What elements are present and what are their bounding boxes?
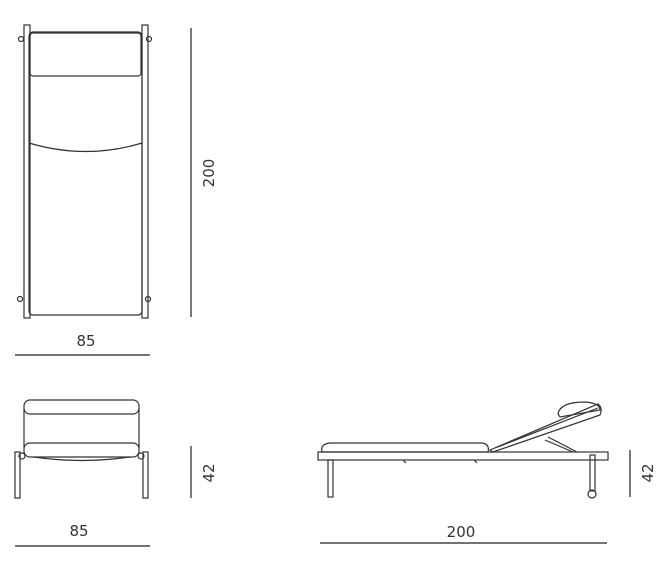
- right-leg: [142, 451, 149, 499]
- rear-leg: [589, 454, 596, 492]
- cushion: [28, 31, 143, 316]
- seat-cushion: [321, 442, 489, 453]
- right-rail: [141, 24, 149, 319]
- wheel: [137, 452, 145, 460]
- side-view: 42 200: [317, 401, 657, 544]
- wheel: [144, 295, 152, 303]
- left-rail: [23, 24, 31, 319]
- left-leg: [14, 451, 21, 499]
- backrest: [488, 403, 602, 453]
- width-label: 85: [76, 332, 95, 350]
- frame: [317, 451, 609, 461]
- front-leg: [327, 459, 334, 498]
- wheel: [17, 35, 25, 43]
- wheel: [587, 489, 597, 499]
- backrest-fold: [28, 142, 143, 153]
- wheel: [16, 295, 24, 303]
- wheel: [18, 452, 26, 460]
- height-label: 42: [200, 463, 218, 482]
- front-view: 42 85: [14, 399, 218, 547]
- top-view: 200 85: [15, 24, 218, 356]
- headrest: [29, 32, 142, 77]
- height-label: 42: [639, 463, 657, 482]
- head-pillow: [23, 399, 140, 415]
- seat-cushion: [23, 442, 140, 458]
- wheel: [145, 35, 153, 43]
- width-label: 85: [69, 522, 88, 540]
- length-label: 200: [200, 159, 218, 188]
- length-label: 200: [447, 523, 476, 541]
- support-strut: [544, 439, 574, 453]
- head-pillow: [557, 401, 601, 418]
